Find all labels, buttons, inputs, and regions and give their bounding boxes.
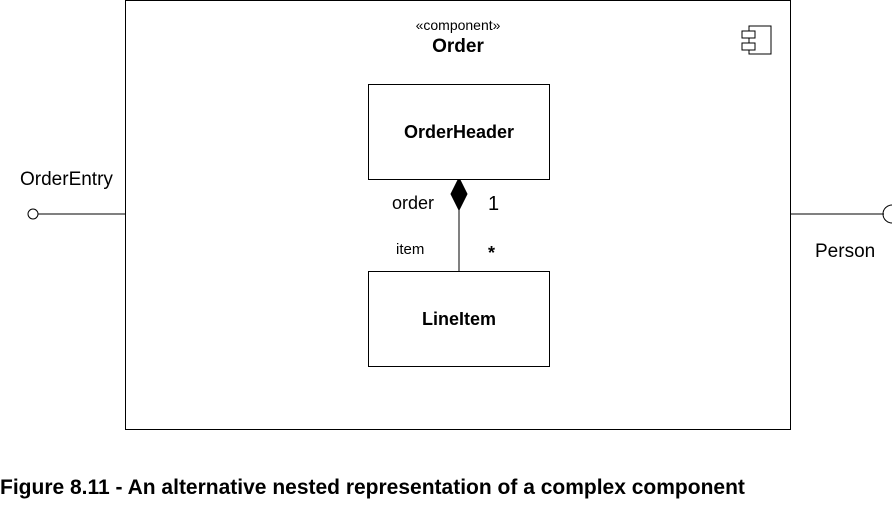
component-stereotype: «component»: [415, 17, 501, 33]
required-interface-label: Person: [815, 241, 876, 262]
multiplicity-one-label: 1: [488, 193, 500, 215]
part-order-header-label: OrderHeader: [403, 121, 515, 142]
part-line-item: LineItem: [368, 271, 550, 367]
component-name: Order: [432, 36, 484, 57]
component-icon: [741, 25, 772, 55]
role-order-label: order: [392, 193, 435, 213]
composition-diamond: [450, 176, 468, 212]
provided-interface-label: OrderEntry: [20, 169, 113, 190]
part-line-item-label: LineItem: [421, 308, 496, 329]
figure-caption: Figure 8.11 - An alternative nested repr…: [0, 476, 745, 499]
required-interface-socket: [882, 204, 892, 224]
multiplicity-many-label: *: [488, 243, 496, 263]
component-order-box: [125, 0, 791, 430]
provided-interface-lollipop: [27, 208, 39, 220]
part-order-header: OrderHeader: [368, 84, 550, 180]
role-item-label: item: [396, 241, 425, 258]
